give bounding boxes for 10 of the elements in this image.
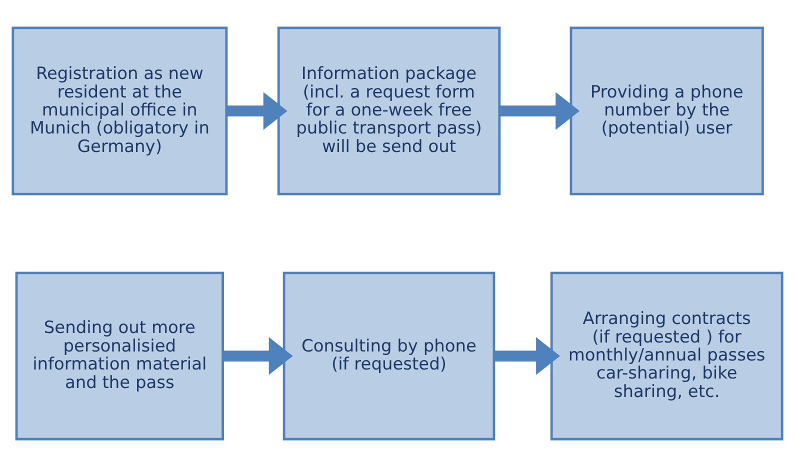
- node-box: Consulting by phone (if requested): [282, 271, 496, 440]
- arrow: [499, 92, 580, 130]
- node-box: Information package (incl. a request form for a one-week free public transport pass) will be send out: [277, 26, 501, 195]
- arrow: [494, 336, 560, 374]
- node-box: Registration as new resident at the municipal office in Munich (obligatory in Germany): [12, 26, 228, 195]
- node-box: Providing a phone number by the (potential) user: [570, 26, 764, 195]
- node-box: Sending out more personalisied information material and the pass: [15, 271, 224, 440]
- node-box: Arranging contracts (if requested ) for monthly/annual passes car-sharing, bike sharing, etc.: [550, 271, 784, 440]
- arrow: [222, 336, 293, 374]
- arrow: [226, 92, 288, 130]
